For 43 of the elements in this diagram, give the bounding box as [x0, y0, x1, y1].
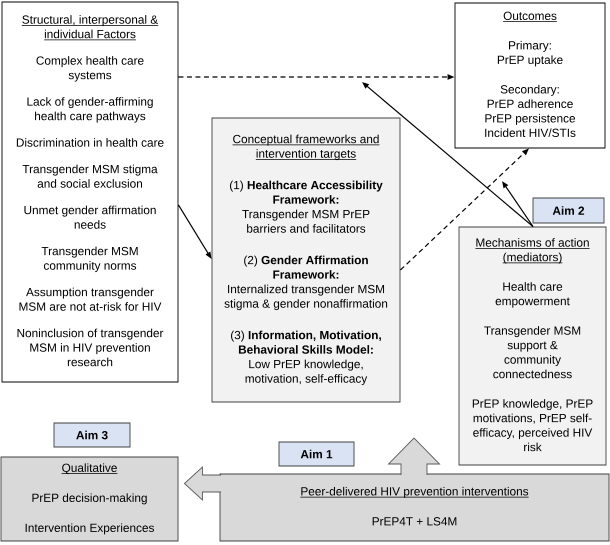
heading: Structural, interpersonal & individual Factors: [21, 15, 159, 40]
body-text: PrEP4T + LS4M: [372, 517, 456, 526]
framework-title: (2) Gender Affirmation Framework:: [244, 256, 368, 279]
body-text: Incident HIV/STIs: [485, 128, 576, 137]
heading: Qualitative: [61, 463, 118, 474]
framework-title: (1) Healthcare Accessibility Framework:: [230, 180, 383, 204]
body-text: Transgender MSM support & community connectedness: [484, 326, 580, 378]
body-text: Noninclusion of transgender MSM in HIV prevention research: [18, 328, 164, 366]
body-text: Transgender MSM PrEP barriers and facilitators: [242, 210, 370, 233]
block-arrow: [184, 466, 222, 502]
framework-box: [212, 118, 400, 402]
aim-box: Aim 3: [54, 422, 130, 448]
body-text: Primary:: [509, 40, 551, 52]
body-text: Complex health care systems: [36, 56, 144, 82]
body-text: Transgender MSM community norms: [42, 246, 138, 272]
body-text: Health care empowerment: [496, 282, 570, 308]
aim-box: Aim 2: [532, 198, 604, 224]
body-text: PrEP adherence: [488, 99, 573, 108]
body-text: PrEP persistence: [485, 114, 576, 125]
heading: Outcomes: [502, 12, 558, 22]
heading: Conceptual frameworks and intervention targets: [232, 134, 380, 160]
body-text: PrEP uptake: [498, 55, 563, 66]
body-text: Intervention Experiences: [26, 523, 154, 534]
mediator-box: [458, 226, 606, 466]
body-text: Secondary:: [500, 84, 559, 96]
body-text: PrEP knowledge, PrEP motivations, PrEP self-efficacy, perceived HIV risk: [472, 399, 593, 452]
body-text: PrEP decision-making: [32, 493, 147, 504]
framework-title: (3) Information, Motivation, Behavioral Skills Model:: [231, 330, 381, 354]
intervention-box: [220, 474, 610, 542]
factor-list-box: [2, 2, 178, 382]
body-text: Transgender MSM stigma and social exclusion: [22, 164, 158, 188]
body-text: Low PrEP knowledge, motivation, self-efficacy: [246, 360, 368, 386]
body-text: Lack of gender-affirming health care pathways: [27, 97, 153, 123]
heading: Mechanisms of action (mediators): [475, 238, 590, 264]
qualitative-box: [0, 456, 178, 542]
body-text: Unmet gender affirmation needs: [24, 206, 156, 229]
aim-box: Aim 1: [278, 442, 354, 466]
heading: Peer-delivered HIV prevention interventions: [300, 486, 530, 498]
body-text: Internalized transgender MSM stigma & gender nonaffirmation: [224, 284, 388, 310]
outcome-box: [454, 2, 606, 148]
body-text: Discrimination in health care: [16, 138, 164, 147]
block-arrow: [387, 437, 441, 476]
body-text: Assumption transgender MSM are not at-risk for HIV: [20, 288, 162, 311]
